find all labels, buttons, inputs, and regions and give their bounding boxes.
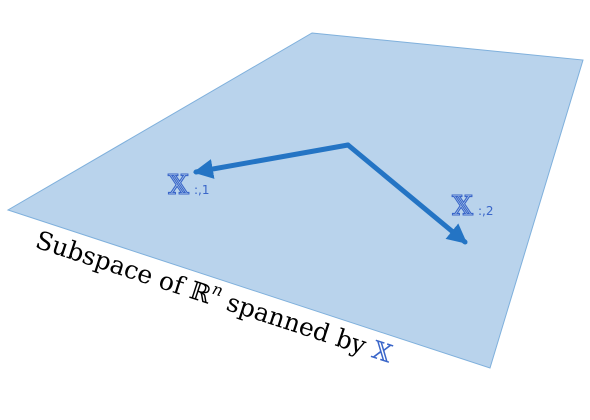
column-vector-1-label: 𝕏 :,1	[167, 169, 210, 201]
matrix-symbol-x: 𝕏	[452, 191, 473, 222]
matrix-symbol-x: 𝕏	[168, 170, 189, 201]
column-vector-2-label: 𝕏 :,2	[451, 190, 494, 222]
column-index-subscript: :,1	[194, 183, 210, 197]
column-vector-2-arrow	[345, 142, 468, 245]
subspace-plane	[6, 32, 584, 369]
column-vector-1-arrow	[193, 142, 351, 179]
column-index-subscript: :,2	[478, 204, 494, 218]
